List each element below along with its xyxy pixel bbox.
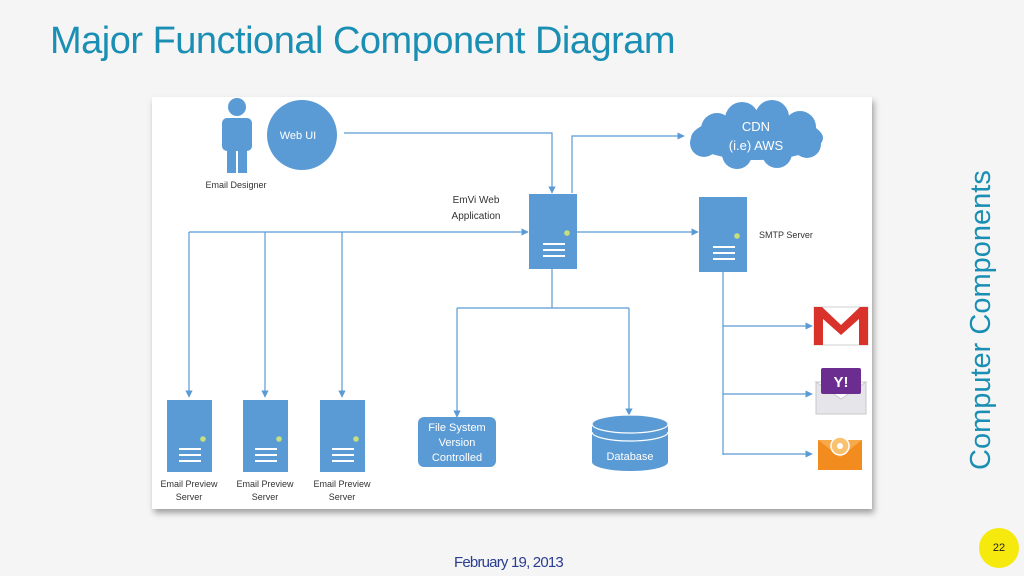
generic-mail-icon [818, 436, 862, 470]
database-icon [591, 414, 669, 471]
preview-server-1-icon [167, 400, 212, 472]
file-system-label-line3: Controlled [432, 452, 482, 464]
email-designer-label: Email Designer [205, 180, 266, 190]
app-to-cdn-connector [571, 132, 685, 193]
preview-server-1-label-line1: Email Preview [160, 479, 218, 489]
smtp-server-icon [699, 197, 747, 272]
preview-server-3-label-line2: Server [329, 492, 356, 502]
web-ui-label: Web UI [280, 130, 316, 142]
component-diagram: Email Designer Web UI CDN (i.e) AWS EmVi… [160, 98, 869, 502]
cdn-label-line2: (i.e) AWS [729, 138, 784, 153]
page-number: 22 [992, 542, 1006, 554]
web-app-label-line2: Application [452, 211, 501, 222]
person-icon [222, 98, 252, 173]
preview-server-2-label-line2: Server [252, 492, 279, 502]
file-system-label-line2: Version [439, 437, 476, 449]
web-app-server-icon [529, 194, 577, 269]
cdn-cloud-icon [690, 100, 823, 169]
webui-to-app-connector [344, 132, 556, 194]
yahoo-mail-icon: Y! [814, 368, 868, 415]
smtp-label: SMTP Server [759, 230, 813, 240]
slide-title: Major Functional Component Diagram [50, 20, 676, 62]
page-number-badge: 22 [979, 528, 1019, 568]
cdn-label-line1: CDN [742, 119, 770, 134]
file-system-label-line1: File System [428, 422, 485, 434]
preview-server-1-label-line2: Server [176, 492, 203, 502]
gmail-icon [813, 306, 869, 346]
svg-text:Y!: Y! [834, 374, 849, 391]
connectors [185, 132, 813, 458]
web-app-label-line1: EmVi Web [453, 195, 500, 206]
preview-server-2-label-line1: Email Preview [236, 479, 294, 489]
side-title: Computer Components [965, 170, 997, 470]
diagram-frame: Email Designer Web UI CDN (i.e) AWS EmVi… [152, 97, 872, 509]
preview-server-2-icon [243, 400, 288, 472]
preview-server-3-label-line1: Email Preview [313, 479, 371, 489]
preview-server-3-icon [320, 400, 365, 472]
date-footer: February 19, 2013 [454, 554, 564, 571]
web-ui-node [267, 100, 337, 170]
database-label: Database [606, 451, 653, 463]
file-system-node [418, 417, 496, 467]
